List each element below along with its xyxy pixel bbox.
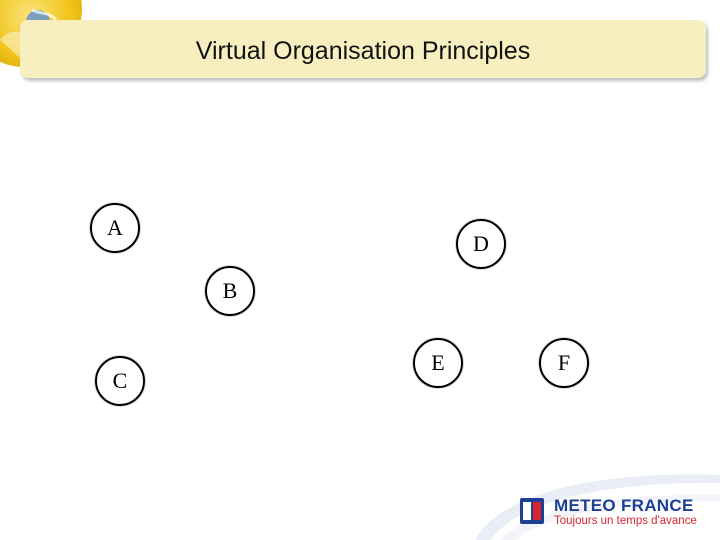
slide-title: Virtual Organisation Principles (195, 37, 531, 65)
node-a: A (90, 203, 140, 253)
brand-name: METEO FRANCE (554, 496, 694, 515)
brand-tagline: Toujours un temps d'avance (554, 515, 697, 527)
node-e: E (413, 338, 463, 388)
node-f: F (539, 338, 589, 388)
node-b: B (205, 266, 255, 316)
meteo-france-logo-icon (520, 498, 544, 524)
node-d: D (456, 219, 506, 269)
title-bar (20, 20, 706, 78)
node-c: C (95, 356, 145, 406)
